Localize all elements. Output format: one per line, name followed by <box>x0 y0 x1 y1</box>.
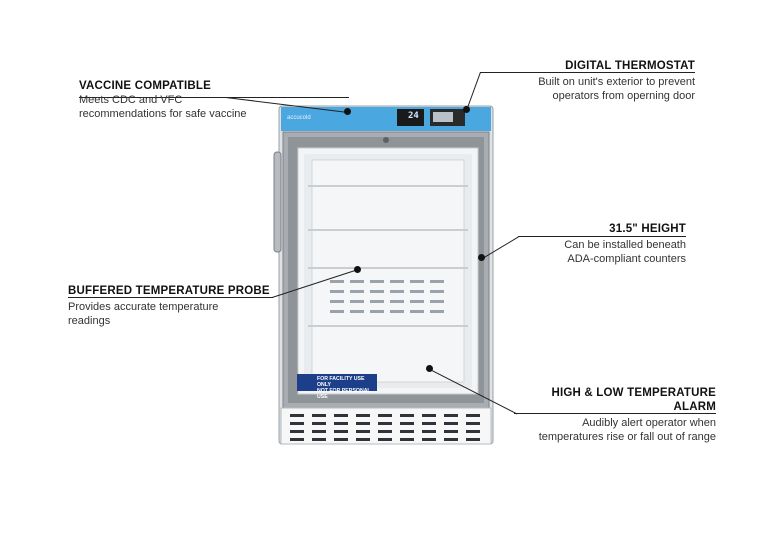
callout-temperature-probe: BUFFERED TEMPERATURE PROBE Provides accu… <box>68 284 270 328</box>
thermostat-desc-1: Built on unit's exterior to prevent <box>538 76 695 88</box>
thermostat-leader-line <box>480 72 695 73</box>
probe-title: BUFFERED TEMPERATURE PROBE <box>68 285 270 297</box>
lock-icon <box>383 137 389 143</box>
probe-desc-1: Provides accurate temperature <box>68 301 219 313</box>
height-desc-1: Can be installed beneath <box>564 239 686 251</box>
probe-dot <box>354 266 361 273</box>
vaccine-leader-line <box>79 97 349 98</box>
thermostat-desc-2: operators from operning door <box>552 90 695 102</box>
callout-height: 31.5" HEIGHT Can be installed beneath AD… <box>518 222 686 266</box>
height-dot <box>478 254 485 261</box>
sticker-line-2: NOT FOR PERSONAL USE <box>317 388 371 400</box>
thermostat-dot <box>463 106 470 113</box>
probe-desc-2: readings <box>68 315 111 327</box>
wire-shelves <box>308 185 468 327</box>
thermostat-title: DIGITAL THERMOSTAT <box>565 60 695 72</box>
alarm-dot <box>426 365 433 372</box>
height-title: 31.5" HEIGHT <box>609 223 686 235</box>
alarm-title-2: ALARM <box>673 401 716 413</box>
display-temperature: 24 <box>408 111 419 121</box>
alarm-leader-line <box>514 413 716 414</box>
interior-vent <box>330 280 444 313</box>
callout-digital-thermostat: DIGITAL THERMOSTAT Built on unit's exter… <box>480 59 695 103</box>
temperature-display <box>397 109 424 126</box>
vaccine-desc-2: recommendations for safe vaccine <box>79 108 247 120</box>
sticker-line-1: FOR FACILITY USE ONLY <box>317 376 365 388</box>
callout-vaccine-compatible: VACCINE COMPATIBLE Meets CDC and VFC rec… <box>79 79 247 121</box>
brand-logo: accucold <box>287 115 311 121</box>
alarm-title-1: HIGH & LOW TEMPERATURE <box>551 387 716 399</box>
vaccine-desc-1: Meets CDC and VFC <box>79 94 183 106</box>
height-desc-2: ADA-compliant counters <box>567 253 686 265</box>
callout-temperature-alarm: HIGH & LOW TEMPERATURE ALARM Audibly ale… <box>514 386 716 444</box>
alarm-desc-2: temperatures rise or fall out of range <box>538 431 716 443</box>
vaccine-dot <box>344 108 351 115</box>
vaccine-title: VACCINE COMPATIBLE <box>79 80 212 92</box>
height-leader-line <box>518 236 686 237</box>
alarm-desc-1: Audibly alert operator when <box>582 417 716 429</box>
facility-use-sticker: FOR FACILITY USE ONLY NOT FOR PERSONAL U… <box>297 374 377 400</box>
probe-leader-line <box>68 297 273 298</box>
door-handle <box>273 151 282 253</box>
